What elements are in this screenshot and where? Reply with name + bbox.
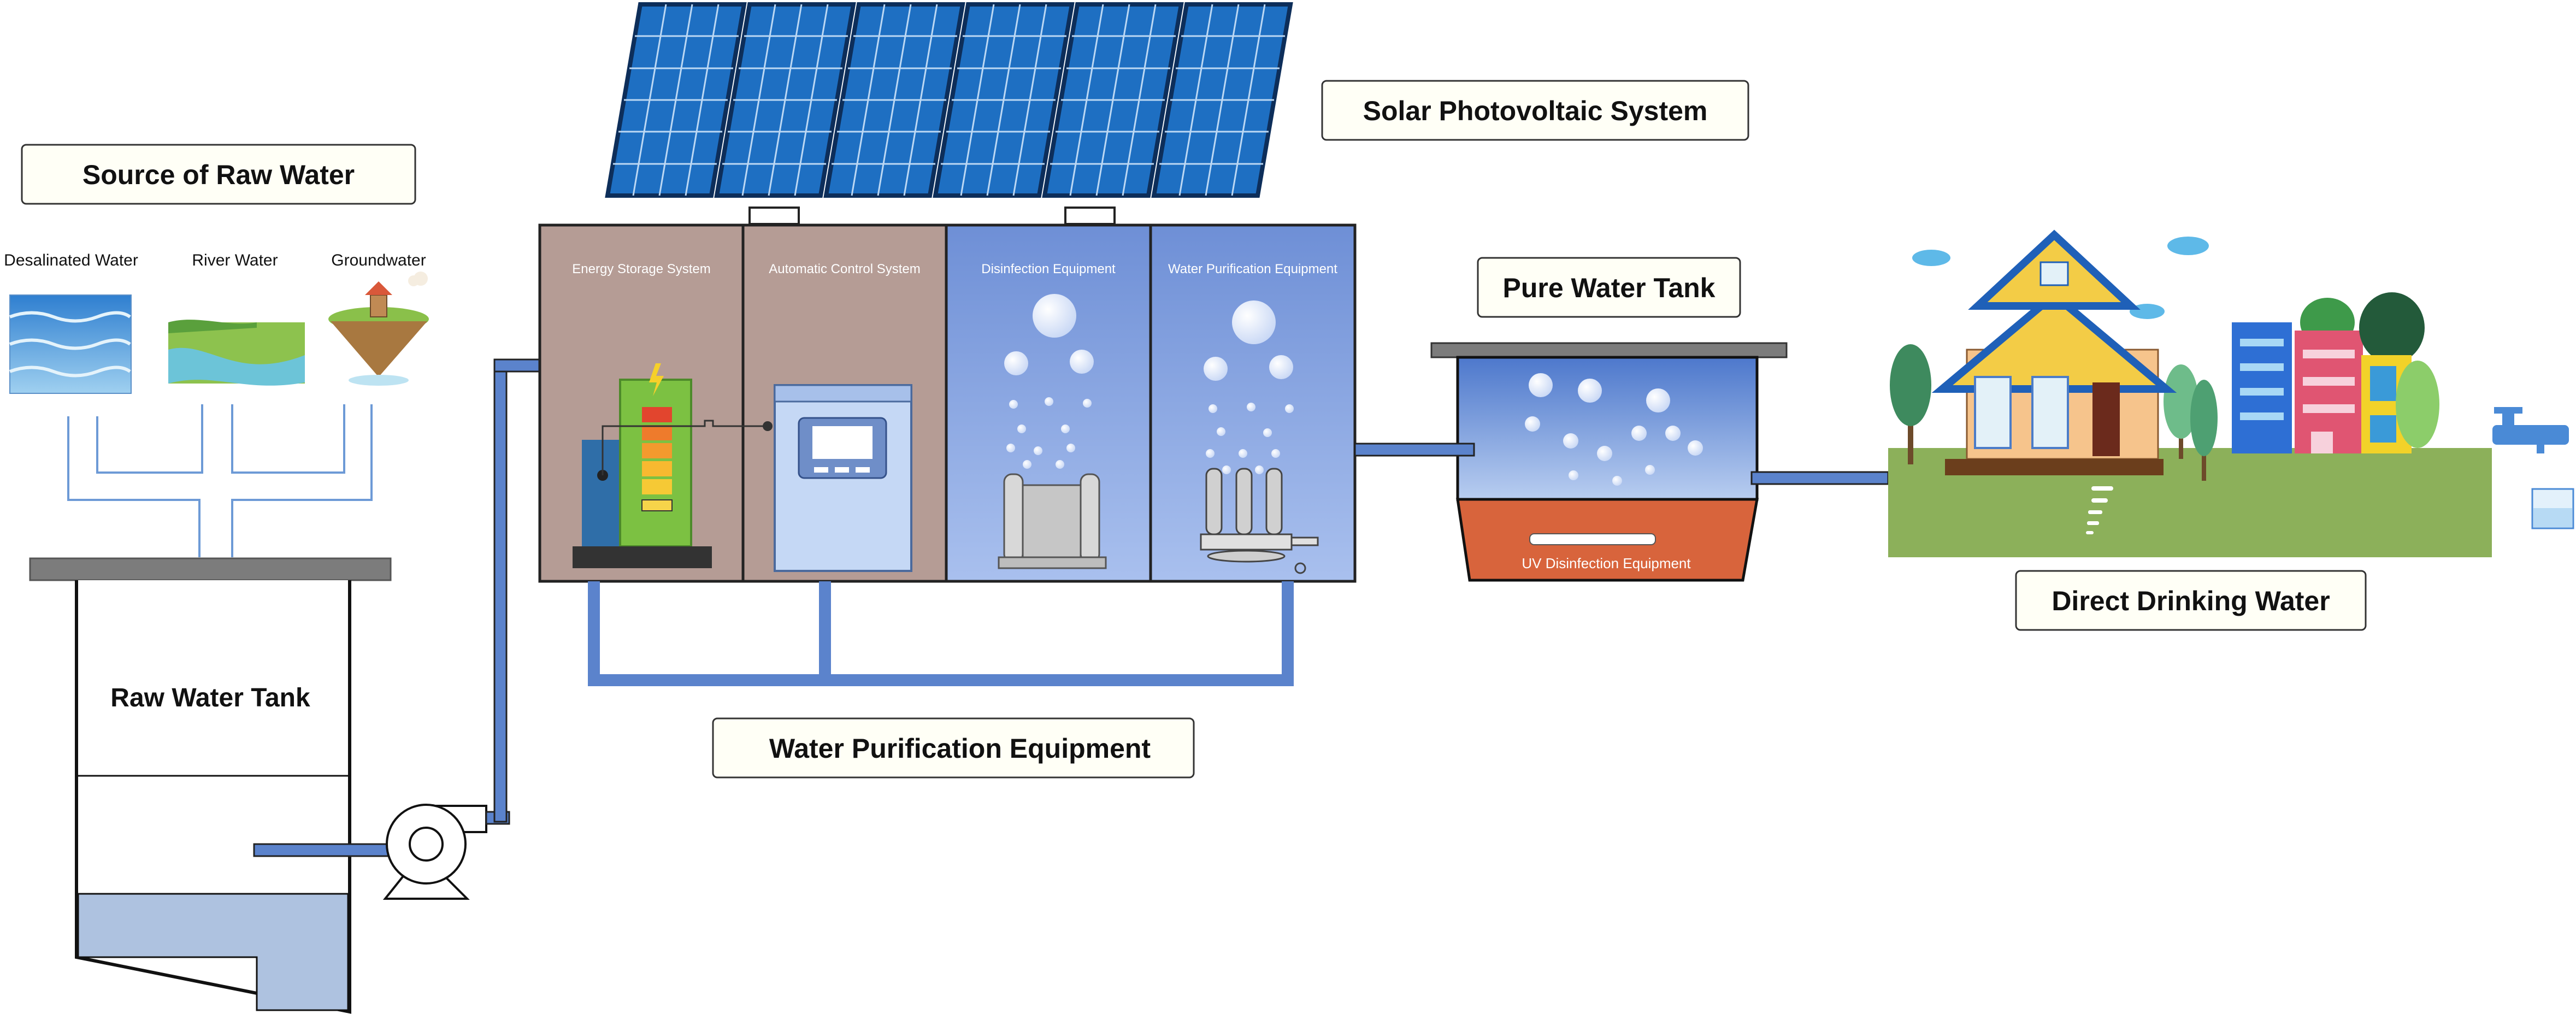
label-solar-box: Solar Photovoltaic System	[1321, 80, 1749, 141]
solar-photovoltaic-label: Solar Photovoltaic System	[1363, 96, 1708, 126]
uv-disinfection-label: UV Disinfection Equipment	[1522, 555, 1691, 571]
direct-drinking-water-label: Direct Drinking Water	[2052, 586, 2330, 616]
label-purification-box: Water Purification Equipment	[712, 717, 1195, 779]
solar-panel	[823, 2, 965, 198]
inlet-pipe	[253, 843, 392, 857]
purification-unit: Energy Storage System Automatic Control …	[538, 223, 1357, 583]
well-icon	[328, 272, 429, 386]
tree-icon	[2164, 364, 2198, 459]
raw-water-tank: Raw Water Tank	[29, 557, 392, 1014]
compartment-label-control: Automatic Control System	[769, 262, 920, 276]
source-of-raw-water-label: Source of Raw Water	[82, 160, 355, 190]
water-purification-label: Water Purification Equipment	[769, 733, 1151, 764]
filter-unit-icon	[1200, 468, 1319, 574]
drip-marks	[2086, 486, 2113, 534]
building-icon	[2232, 322, 2292, 453]
disinfection-unit-icon	[998, 473, 1107, 569]
source-label-river: River Water	[192, 251, 278, 269]
tree-icon	[1890, 344, 1931, 464]
solar-panel-array	[605, 2, 1293, 225]
solar-panel	[714, 2, 856, 198]
solar-panel	[605, 2, 747, 198]
sea-water-icon	[9, 294, 132, 394]
building-icon	[2359, 292, 2439, 453]
purification-bubbles	[1204, 300, 1294, 474]
pure-water-tank: UV Disinfection Equipment	[1430, 342, 1788, 582]
pipe-to-pure-tank	[1354, 443, 1475, 457]
control-cabinet-icon	[763, 384, 912, 572]
building-icon	[2295, 298, 2363, 453]
pure-water-tank-label: Pure Water Tank	[1503, 273, 1716, 303]
tree-icon	[2190, 380, 2218, 481]
pure-tank-lid	[1430, 342, 1788, 358]
solar-panel	[1151, 2, 1293, 198]
battery-icon	[573, 363, 768, 568]
solar-panel	[933, 2, 1075, 198]
cloud-icon	[2167, 237, 2209, 255]
pump-icon	[382, 804, 487, 900]
house-icon	[1931, 229, 2177, 475]
raw-water-tank-label: Raw Water Tank	[110, 683, 310, 712]
compartment-label-disinfection: Disinfection Equipment	[981, 262, 1116, 276]
town-scene	[1888, 229, 2574, 557]
source-label-desalinated: Desalinated Water	[4, 251, 138, 269]
label-source-box: Source of Raw Water	[21, 144, 416, 205]
disinfection-bubbles	[1004, 294, 1094, 469]
panel-mount	[1064, 207, 1116, 225]
pipe-to-house	[1750, 471, 1889, 485]
pure-tank-water	[1456, 356, 1759, 501]
raw-tank-water	[77, 893, 349, 1011]
compartment-label-purification: Water Purification Equipment	[1168, 262, 1337, 276]
faucet-icon	[2492, 407, 2574, 529]
uv-lamp-icon	[1529, 533, 1656, 545]
pure-tank-bubbles	[1525, 373, 1703, 486]
return-pipes	[588, 581, 1294, 686]
panel-mount	[748, 207, 800, 225]
solar-panel	[1042, 2, 1184, 198]
river-icon	[168, 320, 305, 386]
cloud-icon	[2130, 304, 2165, 319]
source-collector-pipes	[67, 404, 373, 557]
label-direct-box: Direct Drinking Water	[2015, 570, 2367, 631]
water-sources: Desalinated Water River Water Groundwate…	[4, 251, 429, 557]
cloud-icon	[1912, 250, 1950, 266]
raw-tank-lid	[29, 557, 392, 581]
source-label-groundwater: Groundwater	[331, 251, 426, 269]
compartment-label-energy: Energy Storage System	[572, 262, 710, 276]
label-pure-tank-box: Pure Water Tank	[1477, 257, 1741, 318]
